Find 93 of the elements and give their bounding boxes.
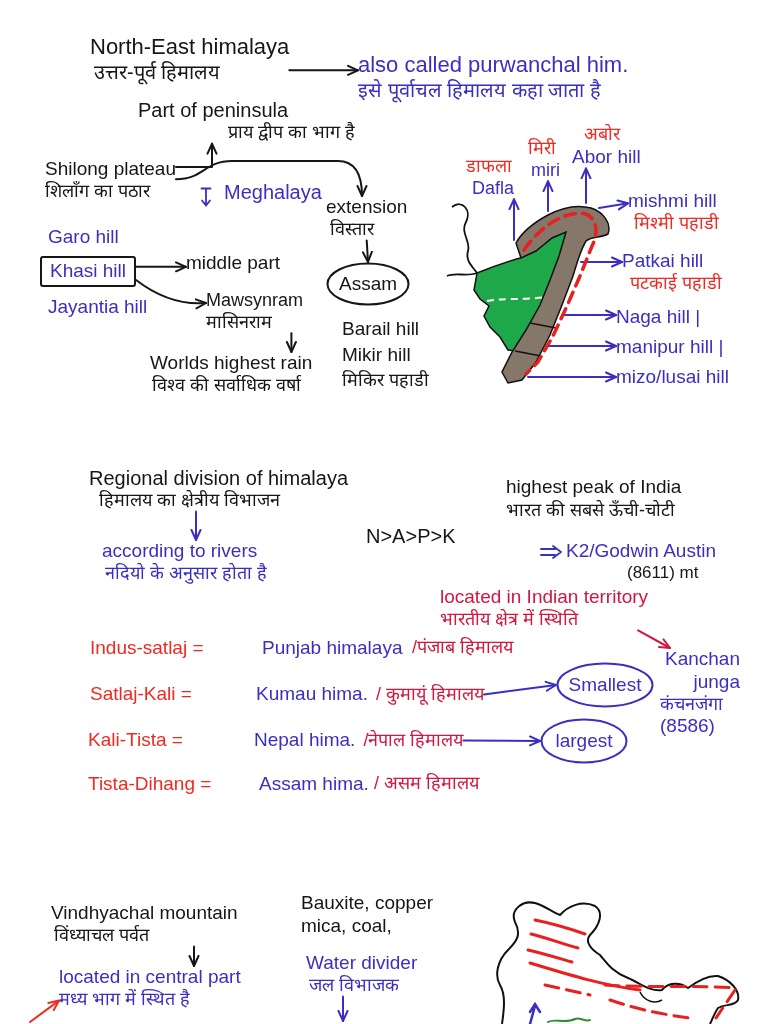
arrow bbox=[29, 999, 60, 1023]
arrow bbox=[542, 180, 554, 212]
hill-name-box: Khasi hill bbox=[40, 256, 137, 287]
range-name: Punjab himalaya bbox=[262, 637, 403, 660]
translation-text: मध्य भाग में स्थित है bbox=[59, 988, 190, 1011]
hill-name: Mikir hill bbox=[342, 344, 411, 367]
arrow bbox=[361, 239, 373, 263]
translation-text: भारतीय क्षेत्र में स्थिति bbox=[440, 608, 578, 631]
hill-name-translation: अबोर bbox=[584, 124, 620, 146]
mineral-list: Bauxite, copper mica, coal, bbox=[301, 892, 471, 938]
arrow bbox=[175, 142, 218, 168]
arrow bbox=[637, 629, 671, 649]
peak-name: K2/Godwin Austin bbox=[566, 540, 716, 563]
arrow bbox=[175, 160, 368, 197]
river-pair: Kali-Tista = bbox=[88, 729, 183, 752]
arrow bbox=[580, 167, 592, 204]
river-pair: Indus-satlaj = bbox=[90, 637, 204, 660]
hill-name-translation: मिरी bbox=[528, 138, 556, 160]
arrow bbox=[337, 995, 349, 1022]
translation-text: जल विभाजक bbox=[309, 974, 399, 997]
arrow bbox=[190, 510, 202, 541]
range-name-translation: / असम हिमालय bbox=[374, 773, 479, 795]
size-order: N>A>P>K bbox=[366, 524, 456, 548]
place-name: Meghalaya bbox=[224, 180, 322, 204]
hill-name-translation: मिश्मी पहाडी bbox=[634, 212, 719, 235]
note-text: located in central part bbox=[59, 966, 241, 989]
translation-text: इसे पूर्वाचल हिमालय कहा जाता है bbox=[358, 78, 601, 103]
range-name: Assam hima. bbox=[259, 773, 369, 796]
note-text: extension bbox=[326, 196, 408, 219]
peak-name-translation: कंचनजंगा bbox=[660, 693, 723, 716]
hill-name: miri bbox=[531, 159, 560, 182]
translation-text: विंध्याचल पर्वत bbox=[54, 924, 149, 947]
arrow bbox=[580, 256, 623, 268]
translation-text: नदियो के अनुसार होता है bbox=[105, 562, 267, 585]
range-name: Kumau hima. bbox=[256, 683, 368, 706]
hill-name: mizo/lusai hill bbox=[616, 366, 729, 389]
hill-name: Naga hill | bbox=[616, 306, 701, 329]
place-name: Mawsynram bbox=[206, 290, 303, 312]
note-text: Water divider bbox=[306, 952, 418, 975]
note-text: Worlds highest rain bbox=[150, 352, 313, 375]
river-pair: Satlaj-Kali = bbox=[90, 683, 192, 706]
circled-word: Smallest bbox=[556, 662, 654, 708]
range-name: Nepal hima. bbox=[254, 729, 356, 752]
arrow bbox=[508, 198, 520, 241]
translation-text: विश्व की सर्वाधिक वर्षा bbox=[152, 374, 301, 397]
translation-text: विस्तार bbox=[330, 218, 374, 241]
arrow bbox=[462, 735, 541, 747]
peak-height: (8586) bbox=[660, 715, 715, 738]
translation-text: प्राय द्वीप का भाग है bbox=[228, 122, 355, 144]
hill-name-translation: पटकाई पहाडी bbox=[630, 272, 722, 295]
note-text: located in Indian territory bbox=[440, 586, 649, 609]
peak-height: (8611) mt bbox=[627, 563, 699, 584]
note-text: highest peak of India bbox=[506, 476, 682, 499]
range-name-translation: /पंजाब हिमालय bbox=[412, 637, 513, 659]
hill-name: Barail hill bbox=[342, 318, 420, 341]
heading: Regional division of himalaya bbox=[89, 466, 349, 490]
arrow bbox=[135, 261, 187, 273]
arrow bbox=[288, 64, 359, 76]
arrow bbox=[188, 945, 200, 967]
heading-translation: उत्तर-पूर्व हिमालय bbox=[94, 60, 221, 85]
hill-name: Patkai hill bbox=[622, 250, 704, 273]
circled-word: largest bbox=[540, 718, 628, 764]
note-text: also called purwanchal him. bbox=[358, 52, 629, 79]
heading: North-East himalaya bbox=[90, 34, 290, 61]
range-name-translation: / कुमायूं हिमालय bbox=[375, 684, 484, 706]
hill-name: mishmi hill bbox=[628, 190, 717, 213]
hill-name: Abor hill bbox=[572, 145, 641, 169]
note-text: Vindhyachal mountain bbox=[51, 902, 238, 925]
range-name-translation: /नेपाल हिमालय bbox=[363, 730, 464, 752]
arrow bbox=[561, 309, 617, 321]
place-name-translation: शिलॉंग का पठार bbox=[45, 180, 150, 203]
hill-name-translation: डाफला bbox=[466, 156, 512, 178]
arrow bbox=[598, 199, 629, 211]
arrow bbox=[285, 332, 297, 353]
circled-word: Assam bbox=[326, 262, 410, 306]
place-name-translation: मासिनराम bbox=[206, 311, 272, 334]
hill-name: Garo hill bbox=[48, 226, 119, 249]
hill-name: Jayantia hill bbox=[48, 296, 148, 319]
hill-name-translation: मिकिर पहाडी bbox=[342, 370, 429, 392]
note-text: middle part bbox=[186, 252, 280, 275]
arrow bbox=[135, 279, 207, 309]
translation-text: भारत की सबसे ऊँची-चोटी bbox=[506, 500, 675, 522]
note-text: Part of peninsula bbox=[138, 98, 289, 122]
arrow bbox=[547, 340, 617, 352]
arrow bbox=[483, 680, 557, 696]
place-name: Shilong plateau bbox=[45, 158, 176, 181]
note-text: according to rivers bbox=[102, 540, 258, 563]
river-pair: Tista-Dihang = bbox=[88, 773, 212, 796]
hill-name: Dafla bbox=[472, 177, 515, 200]
arrow bbox=[527, 371, 617, 383]
hill-name: manipur hill | bbox=[616, 336, 724, 359]
heading-translation: हिमालय का क्षेत्रीय विभाजन bbox=[99, 490, 280, 512]
peak-name: Kanchan junga bbox=[664, 648, 740, 694]
